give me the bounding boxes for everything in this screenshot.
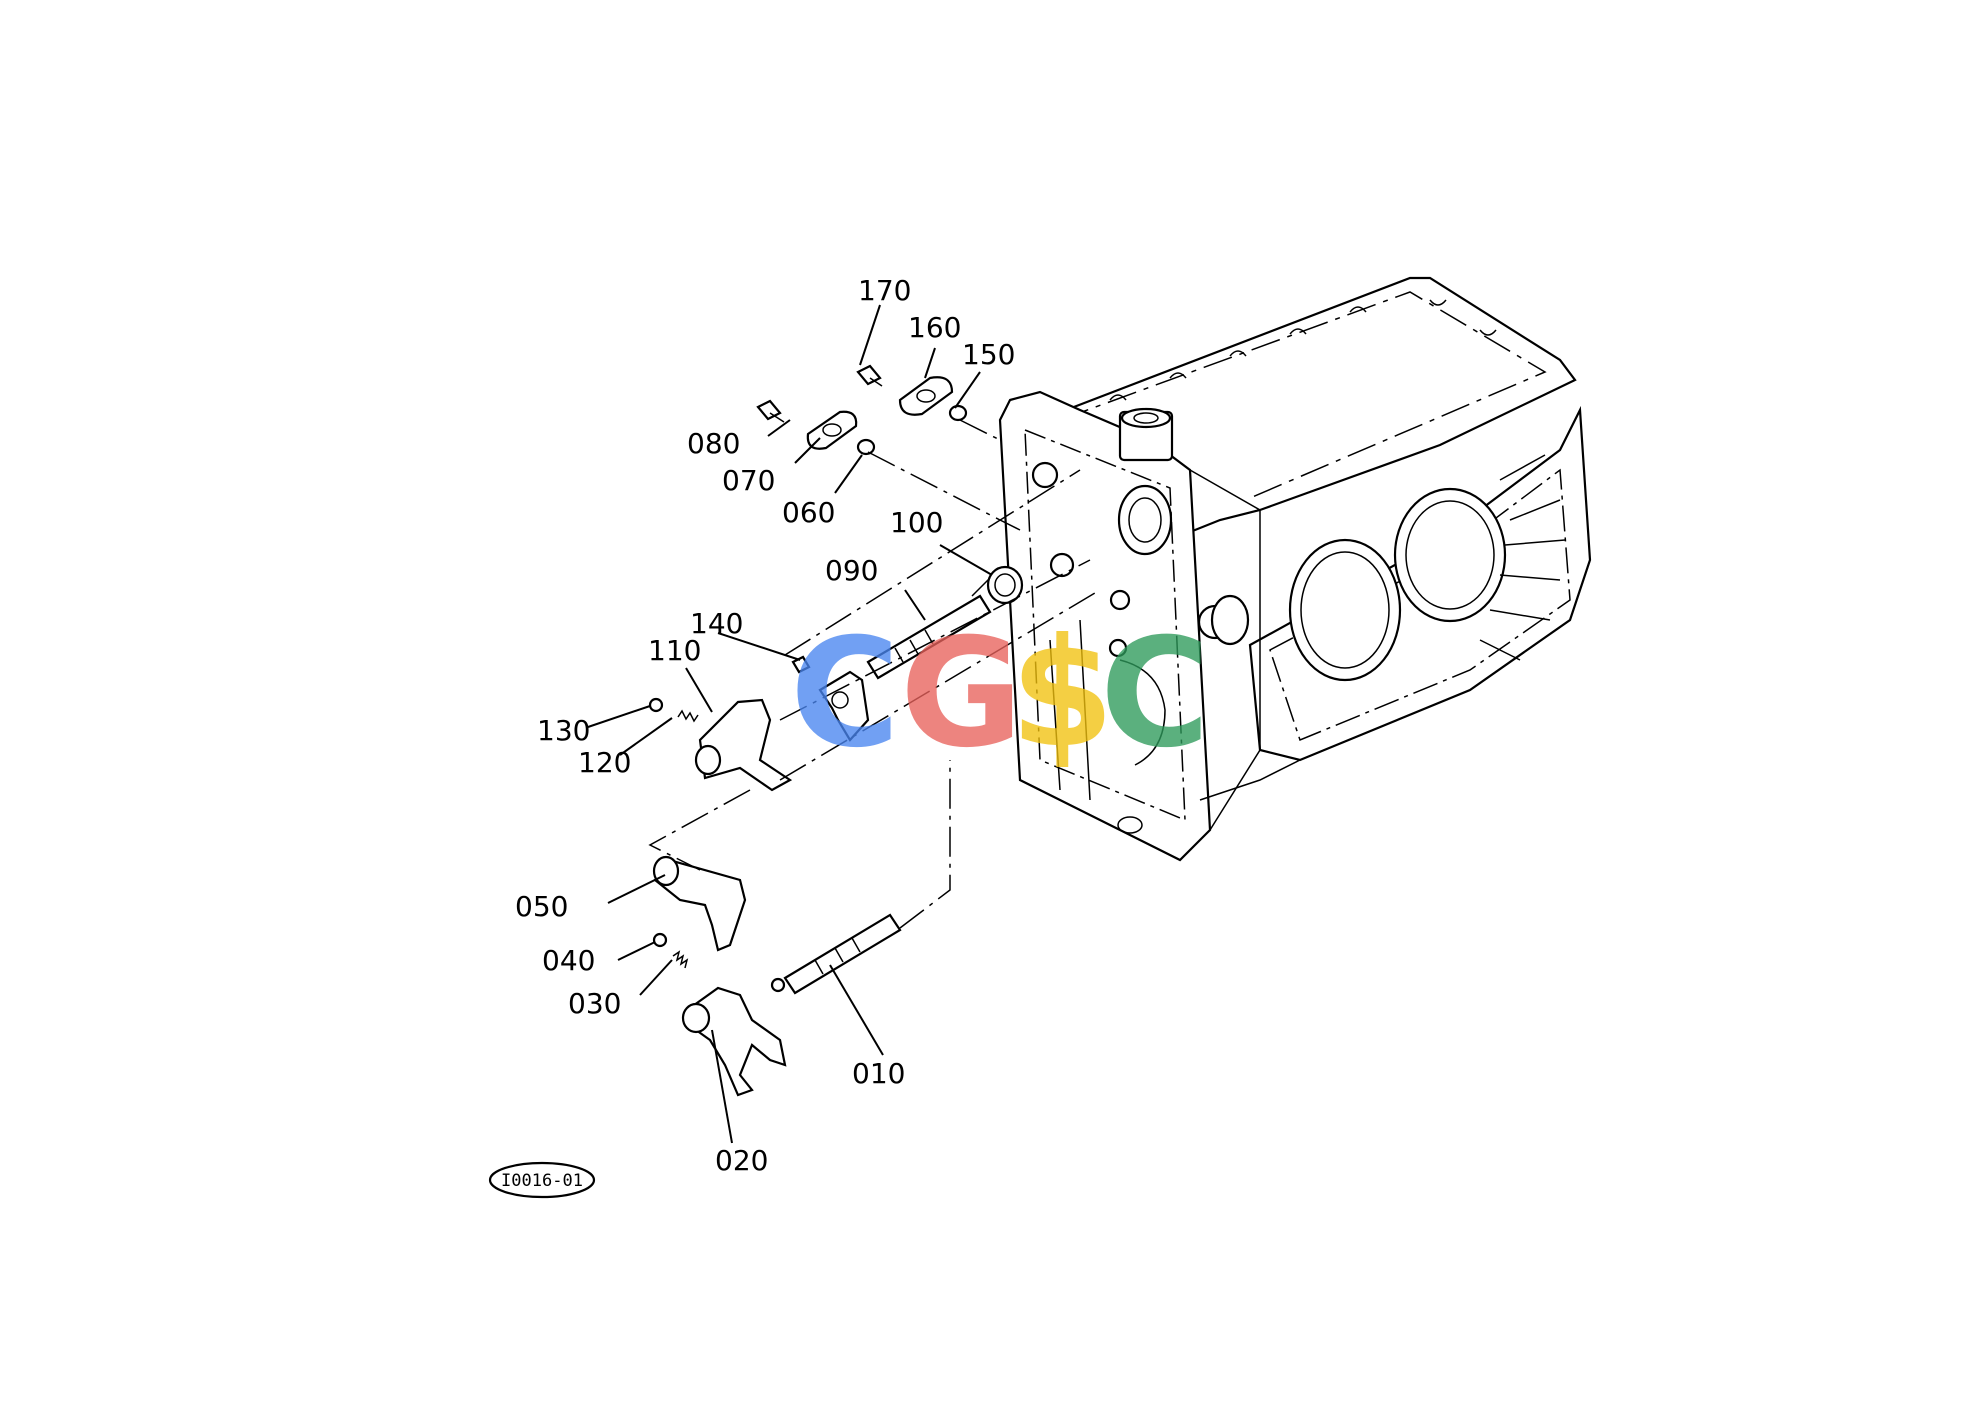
label-020: 020	[715, 1144, 768, 1177]
label-070: 070	[722, 464, 775, 497]
label-140: 140	[690, 607, 743, 640]
label-080: 080	[687, 427, 740, 460]
label-040: 040	[542, 944, 595, 977]
watermark-letter-4: C	[1100, 607, 1210, 781]
watermark-letter-2: G	[900, 607, 1023, 781]
watermark-letter-1: C	[790, 607, 900, 781]
label-120: 120	[578, 746, 631, 779]
callout-leaders	[587, 304, 993, 1144]
label-110: 110	[648, 634, 701, 667]
reference-code: I0016-01	[501, 1171, 583, 1191]
label-160: 160	[908, 311, 961, 344]
label-150: 150	[962, 338, 1015, 371]
shift-components	[648, 364, 1024, 1097]
label-010: 010	[852, 1057, 905, 1090]
watermark: C G $ C	[790, 607, 1210, 781]
reference-code-badge: I0016-01	[488, 1161, 596, 1199]
assembly-lines	[648, 419, 1101, 929]
label-060: 060	[782, 496, 835, 529]
label-090: 090	[825, 554, 878, 587]
label-050: 050	[515, 890, 568, 923]
part-labels: 170 160 150 080 070 060 100 090 140 110 …	[515, 274, 1015, 1177]
label-100: 100	[890, 506, 943, 539]
transmission-case	[998, 276, 1592, 862]
label-170: 170	[858, 274, 911, 307]
watermark-letter-3: $	[1010, 607, 1114, 781]
label-130: 130	[537, 714, 590, 747]
label-030: 030	[568, 987, 621, 1020]
